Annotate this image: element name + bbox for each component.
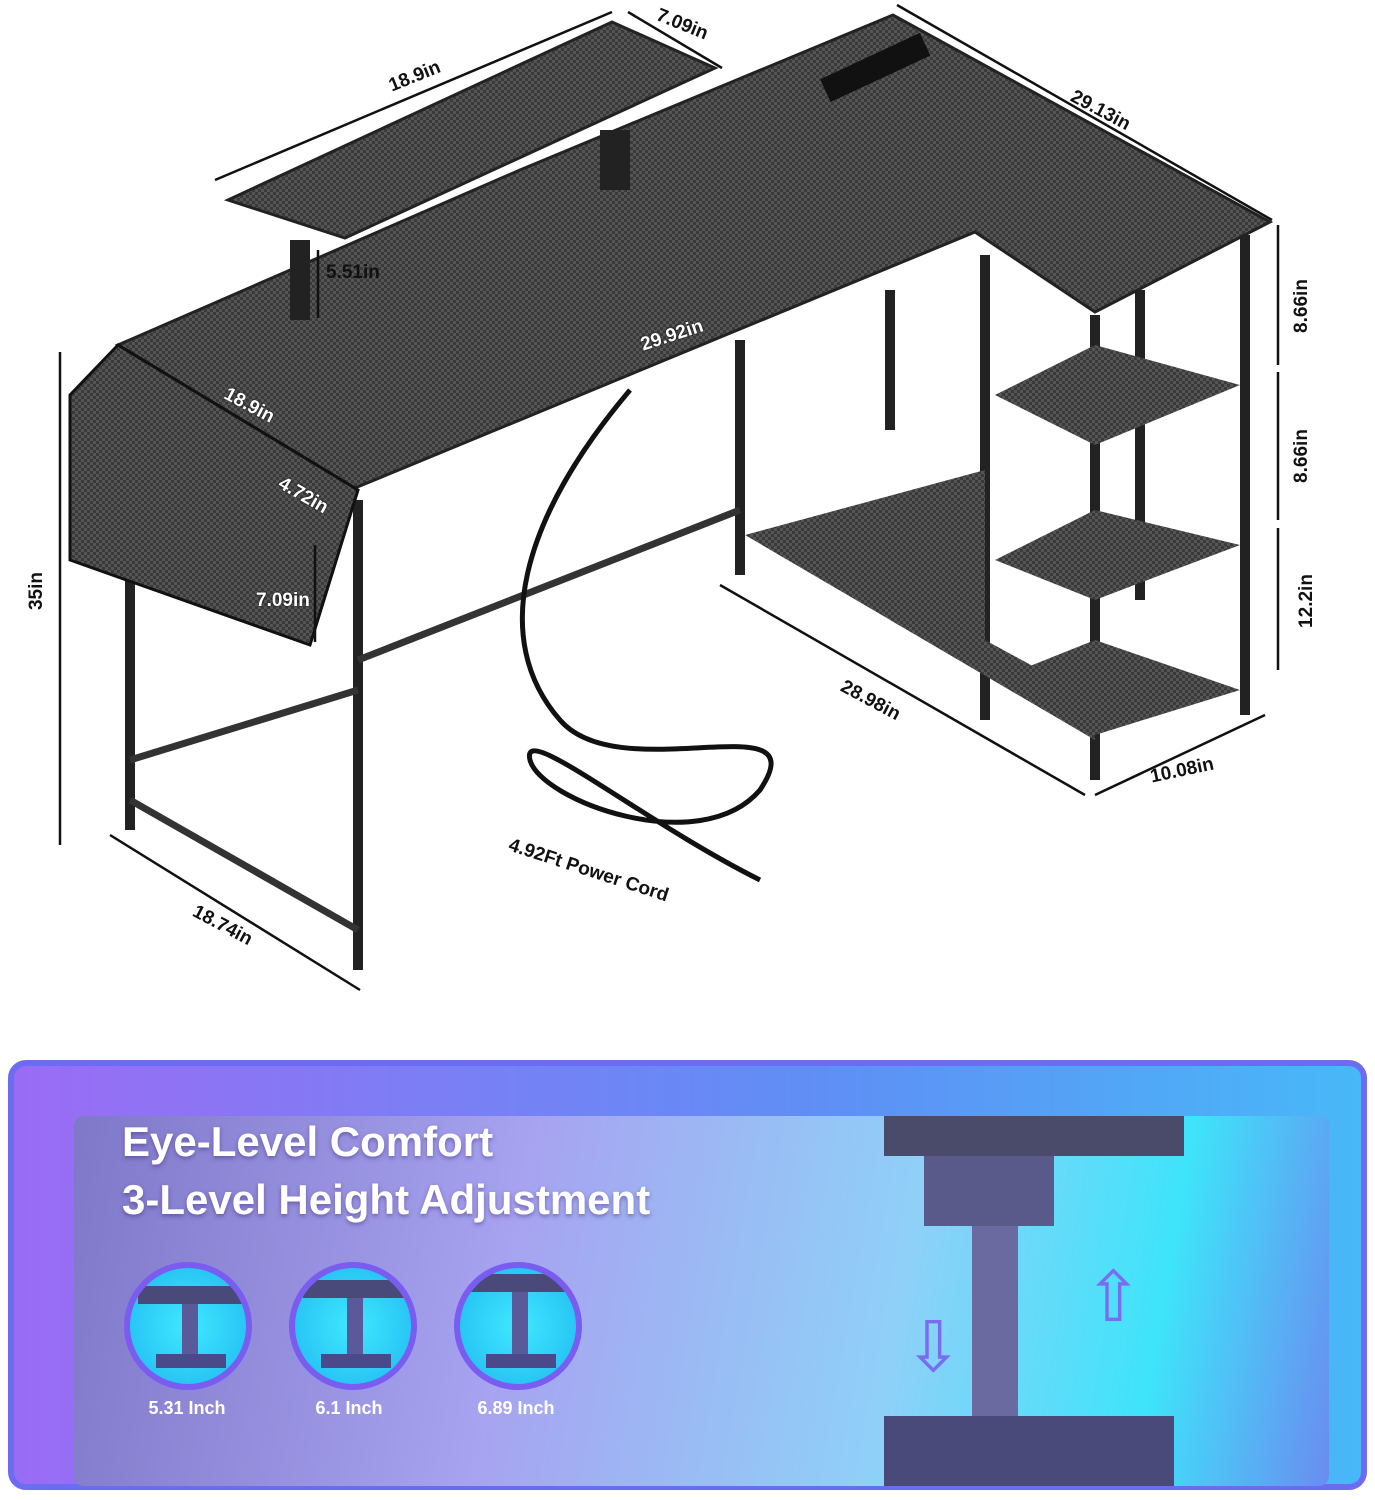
level-1-label: 5.31 Inch: [148, 1398, 226, 1418]
arrow-down-icon: ⇩: [904, 1308, 963, 1386]
riser-closeup: [884, 1116, 1184, 1486]
desktop: [114, 13, 1274, 490]
level-3-image: [454, 1262, 582, 1390]
dim-bag-height: 7.09in: [256, 590, 310, 611]
dimension-lines: [58, 3, 1280, 992]
power-cord: [519, 388, 774, 883]
level-3-label: 6.89 Inch: [477, 1398, 555, 1418]
banner-title: Eye-Level Comfort: [122, 1118, 494, 1165]
shelves: [745, 345, 1240, 740]
level-2-image: [289, 1262, 417, 1390]
arrow-up-icon: ⇧: [1084, 1258, 1143, 1336]
banner-subtitle: 3-Level Height Adjustment: [122, 1176, 651, 1223]
level-2-label: 6.1 Inch: [315, 1398, 383, 1418]
storage-bag: [68, 343, 360, 647]
level-1-image: [124, 1262, 252, 1390]
dim-desk-height: 35in: [26, 571, 48, 611]
dim-shelf-gap-2: 8.66in: [1290, 429, 1312, 483]
power-strip: [820, 32, 931, 103]
dim-riser-height: 5.51in: [326, 262, 380, 283]
desk-illustration: [58, 3, 1280, 992]
dim-shelf-gap-1: 8.66in: [1290, 279, 1312, 333]
monitor-riser: [223, 20, 719, 240]
dim-shelf-gap-3: 12.2in: [1295, 574, 1317, 628]
height-adjustment-banner: ⇩ ⇧: [0, 1040, 1375, 1500]
